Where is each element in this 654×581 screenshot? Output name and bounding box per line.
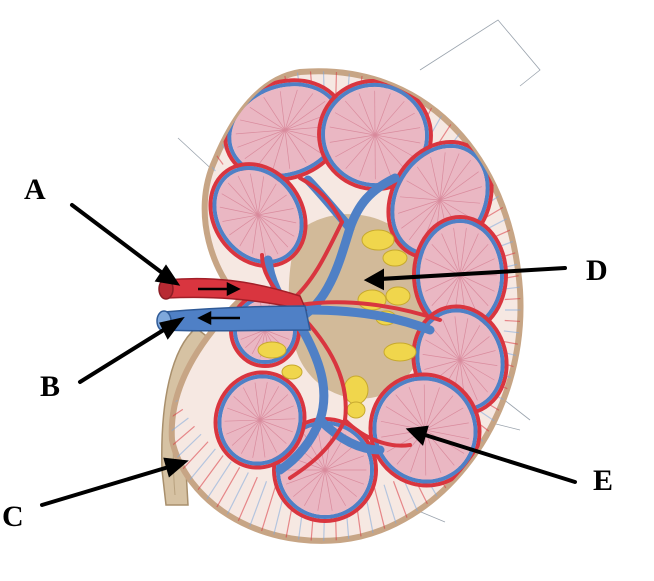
cortex-vessel-line	[171, 390, 174, 431]
cortex-vessel-line	[504, 319, 521, 327]
label-b: B	[40, 370, 61, 403]
cortex-vessel-line	[70, 320, 155, 325]
cortex-vessel-line	[171, 417, 189, 471]
cortex-vessel-line	[263, 487, 287, 541]
renal-pyramids	[208, 78, 509, 523]
cortex-vessel-line	[171, 124, 202, 187]
label-a: A	[24, 173, 46, 206]
cortex-vessel-line	[171, 425, 195, 484]
arrow-b-head	[159, 316, 185, 340]
arrow-a-head	[154, 264, 181, 286]
cortex-vessel-line	[502, 262, 521, 280]
cortex-vessel-line	[171, 161, 184, 212]
kidney	[70, 68, 524, 544]
cortex-vessel-line	[171, 136, 195, 195]
cortex-vessel-line	[91, 382, 169, 417]
cortex-vessel-line	[221, 476, 258, 541]
renal-pyramid	[213, 370, 307, 470]
cortex-vessel-line	[500, 351, 521, 373]
cortex-vessel-line	[500, 247, 521, 269]
cortex-vessel-line	[503, 330, 521, 342]
interlobar-arteries	[260, 176, 442, 480]
cortex-vessel-line	[171, 103, 216, 172]
cortex-vessel-line	[486, 390, 521, 431]
cortex-vessel-line	[503, 278, 521, 290]
cortex-vessel-line	[490, 203, 521, 240]
arrow-d-head	[363, 268, 384, 291]
cortex-vessel-line	[70, 294, 155, 299]
arrow-e-head	[405, 425, 429, 446]
cortex-vessel-line	[81, 233, 163, 258]
cortex-vessel-line	[171, 175, 178, 221]
cortex-vessel-line	[490, 380, 521, 417]
flow-arrows	[197, 281, 241, 326]
cortex-vessel-line	[502, 340, 521, 358]
cortex-vessel-line	[497, 361, 521, 388]
label-e: E	[593, 464, 614, 497]
cortex-vessel-line	[77, 248, 160, 268]
cortex-vessel-line	[235, 481, 268, 541]
cortex-vessel-line	[74, 263, 158, 278]
cortex-vessel-line	[171, 149, 189, 203]
cortex-vessel-line	[182, 84, 232, 159]
cortex-vessel-line	[72, 279, 156, 289]
label-pointers	[40, 203, 577, 507]
label-c: C	[2, 500, 24, 533]
cortex-vessel-line	[494, 371, 521, 403]
arrow-c-head	[163, 457, 189, 478]
cortex-vessel-line	[91, 204, 169, 239]
cortex-vessel-line	[249, 484, 277, 541]
label-d: D	[586, 254, 608, 287]
cortex-vessel-line	[85, 372, 165, 402]
cortex-vessel-line	[72, 331, 156, 341]
cortex-vessel-line	[497, 232, 521, 259]
cortex-vessel-line	[486, 189, 521, 230]
cortex-vessel-line	[77, 352, 160, 372]
cortex-vessel-line	[171, 189, 174, 230]
renal-pyramid	[208, 162, 308, 268]
cortex-vessel-line	[171, 113, 209, 179]
cortex-vessel-line	[504, 293, 521, 301]
cortex-vessel-line	[171, 433, 202, 496]
cortex-vessel-line	[494, 217, 521, 249]
